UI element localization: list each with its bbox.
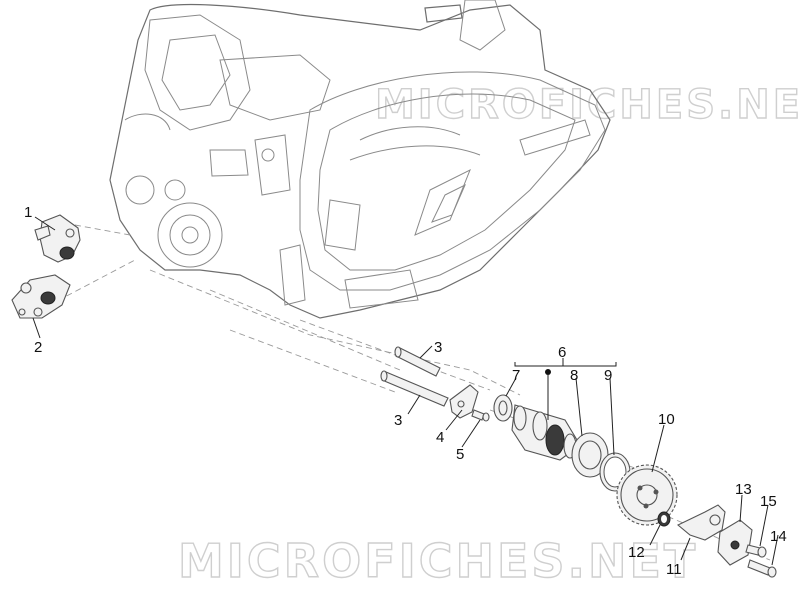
part-rocker-shafts: [380, 346, 449, 407]
callout-8: 8: [570, 367, 578, 384]
callout-5: 5: [456, 446, 464, 463]
callout-4: 4: [436, 429, 444, 446]
callout-7: 7: [512, 367, 520, 384]
part-screw-14: [747, 559, 777, 578]
callout-11: 11: [666, 561, 682, 578]
part-screw-5: [471, 409, 490, 422]
part-rocker-arm-1: [34, 214, 81, 263]
part-bearing-8: [571, 432, 609, 478]
part-plate-4: [449, 384, 479, 419]
part-screw-15: [745, 544, 767, 558]
camshaft-dot: [545, 369, 551, 375]
part-rocker-arm-2: [11, 274, 71, 319]
callout-13: 13: [735, 481, 752, 498]
callout-1: 1: [24, 204, 32, 221]
engine-block: [109, 0, 611, 319]
callout-12: 12: [628, 544, 645, 561]
callout-3-upper: 3: [434, 339, 442, 356]
callout-3-lower: 3: [394, 412, 402, 429]
callout-10: 10: [658, 411, 675, 428]
callout-9: 9: [604, 367, 612, 384]
part-ring-12: [657, 511, 671, 527]
part-bearing-7: [493, 394, 513, 422]
callout-14: 14: [770, 528, 787, 545]
callout-labels: 1 2 3 3 4 5 6 7 8 9 10 11 12 13 15 14: [24, 204, 787, 578]
callout-15: 15: [760, 493, 777, 510]
part-decompressor-11: [676, 504, 726, 541]
callout-2: 2: [34, 339, 42, 356]
leader-lines: [32, 216, 779, 566]
watermark-bottom: MICROFICHES.NET: [178, 534, 698, 588]
part-weight-13: [717, 519, 753, 566]
part-sprocket-10: [616, 464, 678, 526]
callout-6: 6: [558, 344, 566, 361]
part-camshaft: [511, 404, 581, 461]
